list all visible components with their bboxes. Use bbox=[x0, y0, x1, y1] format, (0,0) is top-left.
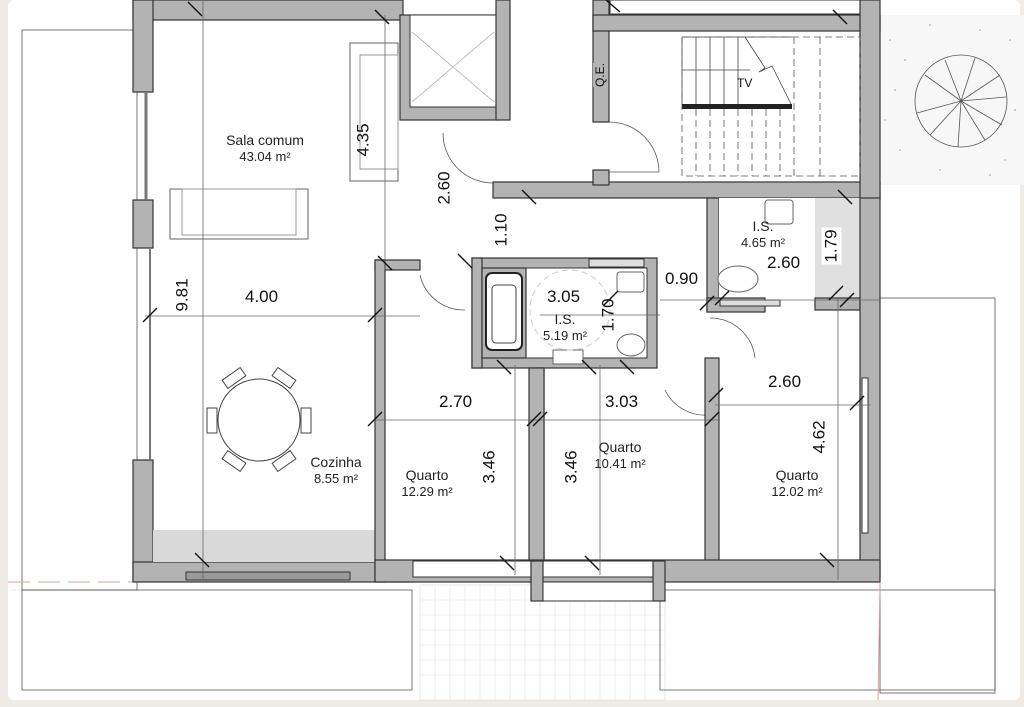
dim-total-length: 9.81 bbox=[172, 278, 192, 312]
dim-hall-width: 2.60 bbox=[434, 171, 454, 205]
electrical-panel-label: Q.E. bbox=[593, 62, 608, 88]
room-name: Quarto bbox=[405, 467, 449, 483]
room-area: 43.04 m² bbox=[239, 148, 291, 164]
room-area: 12.02 m² bbox=[771, 483, 823, 499]
dim-corridor: 0.90 bbox=[665, 269, 699, 288]
room-name: I.S. bbox=[554, 311, 576, 327]
room-quarto-1: Quarto 12.29 m² bbox=[387, 467, 467, 499]
dim-q1-width: 2.70 bbox=[439, 392, 473, 411]
room-quarto-3: Quarto 12.02 m² bbox=[757, 467, 837, 499]
room-name: Quarto bbox=[598, 439, 642, 455]
stair-tv-label: TV bbox=[737, 76, 753, 90]
dim-q3-depth: 4.62 bbox=[809, 420, 829, 454]
dim-suite-is-width: 2.60 bbox=[767, 253, 801, 272]
dim-kitchen-width: 4.00 bbox=[245, 287, 279, 306]
room-area: 4.65 m² bbox=[740, 234, 786, 250]
room-name: Quarto bbox=[775, 467, 819, 483]
room-name: Sala comum bbox=[226, 132, 304, 148]
dim-is-width: 3.05 bbox=[547, 287, 581, 306]
dining-table bbox=[206, 366, 312, 473]
room-area: 8.55 m² bbox=[313, 470, 359, 486]
dim-is-depth: 1.70 bbox=[598, 298, 618, 332]
room-sala-comum: Sala comum 43.04 m² bbox=[225, 132, 305, 164]
dim-hall-gap: 1.10 bbox=[491, 213, 511, 247]
room-is-suite: I.S. 4.65 m² bbox=[728, 218, 798, 250]
dim-q3-width: 2.60 bbox=[768, 372, 802, 391]
room-cozinha: Cozinha 8.55 m² bbox=[296, 454, 376, 486]
dim-q2-depth: 3.46 bbox=[561, 450, 581, 484]
balcony-tiles bbox=[419, 584, 666, 701]
room-area: 5.19 m² bbox=[542, 327, 588, 343]
room-is-main: I.S. 5.19 m² bbox=[530, 311, 600, 343]
room-quarto-2: Quarto 10.41 m² bbox=[580, 439, 660, 471]
dim-q2-width: 3.03 bbox=[605, 392, 639, 411]
room-name: I.S. bbox=[752, 218, 774, 234]
room-area: 10.41 m² bbox=[594, 455, 646, 471]
dim-sala-depth: 4.35 bbox=[353, 123, 373, 157]
room-area: 12.29 m² bbox=[401, 483, 453, 499]
spiral-stair bbox=[914, 54, 1008, 148]
dim-suite-is-depth: 1.79 bbox=[821, 227, 842, 265]
dim-q1-depth: 3.46 bbox=[479, 450, 499, 484]
room-name: Cozinha bbox=[310, 454, 362, 470]
